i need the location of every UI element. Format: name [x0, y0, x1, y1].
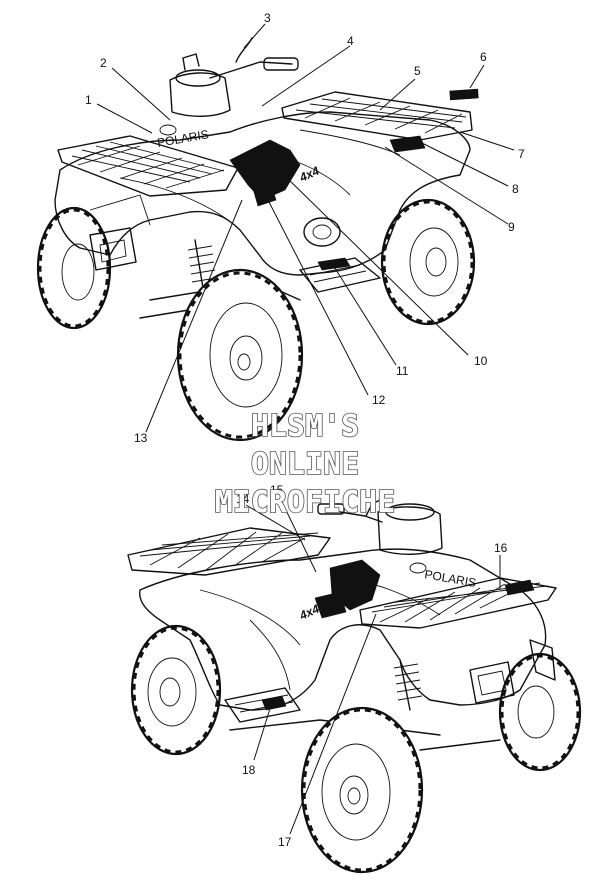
rear-rack-bottom: [127, 527, 331, 576]
callout-11: 11: [396, 364, 409, 378]
callout-15: 15: [270, 483, 284, 497]
callout-16: 16: [494, 541, 508, 555]
callout-9: 9: [508, 220, 515, 234]
callout-7: 7: [518, 147, 525, 161]
rear-left-wheel: [130, 624, 222, 756]
far-front-wheel: [36, 206, 112, 330]
callout-13: 13: [134, 431, 148, 445]
watermark-line-3: MICROFICHE: [215, 485, 396, 520]
callout-3: 3: [264, 11, 271, 25]
atv-front-view: 4x4 POLARIS: [36, 37, 479, 442]
callout-2: 2: [100, 56, 107, 70]
decal-shapes-top: [159, 88, 479, 271]
watermark-line-1: HLSM'S: [251, 409, 359, 444]
model-decal-text-top: 4x4: [296, 163, 321, 185]
front-rack: [57, 135, 239, 197]
decal-shapes-bottom: [261, 559, 535, 711]
watermark-line-2: ONLINE: [251, 447, 359, 482]
callout-12: 12: [372, 393, 386, 407]
callout-10: 10: [474, 354, 488, 368]
leader-lines: [96, 23, 515, 835]
watermark: HLSM'S ONLINE MICROFICHE: [214, 408, 396, 521]
callout-6: 6: [480, 50, 487, 64]
callout-8: 8: [512, 182, 519, 196]
callout-14: 14: [236, 492, 250, 506]
callout-5: 5: [414, 64, 421, 78]
callout-18: 18: [242, 763, 256, 777]
atv-rear-view: 4x4 POLARIS: [127, 499, 582, 874]
callout-1: 1: [85, 93, 92, 107]
brand-decal-text-bottom: POLARIS: [423, 567, 477, 590]
callout-17: 17: [278, 835, 292, 849]
rear-wheel: [380, 198, 476, 326]
callout-4: 4: [347, 34, 354, 48]
rear-rack: [281, 91, 473, 141]
brand-decal-text-top: POLARIS: [156, 127, 210, 150]
far-wheel-right: [498, 652, 582, 772]
near-rear-wheel: [300, 706, 424, 874]
callout-numbers: 1 2 3 4 5 6 7 8 9 10 11 12 13 14 15 16 1…: [85, 11, 525, 849]
